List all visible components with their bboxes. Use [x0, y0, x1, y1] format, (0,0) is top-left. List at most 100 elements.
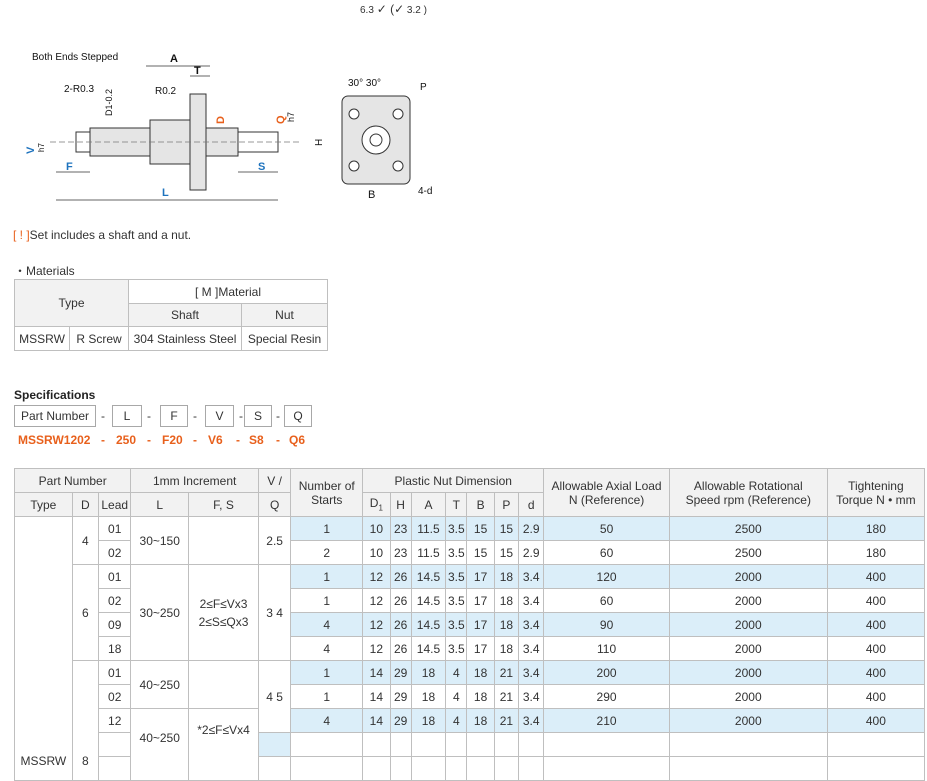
pn-s: S: [244, 405, 272, 427]
cell-p: 18: [493, 612, 520, 637]
cell-t: 3.5: [445, 540, 468, 565]
svg-text:D: D: [215, 116, 227, 124]
cell-p: 18: [493, 564, 520, 589]
cell-speed: 2000: [668, 564, 828, 589]
l-cell: 30~250: [130, 564, 190, 661]
cell-d: 3.4: [518, 564, 545, 589]
pn-f: F: [160, 405, 188, 427]
pn-dash: -: [193, 409, 197, 423]
cell-d1: 10: [362, 540, 391, 565]
svg-text:Q: Q: [275, 115, 287, 124]
cell-h: 29: [389, 660, 412, 685]
pn-dash: -: [276, 409, 280, 423]
h-lead: Lead: [97, 492, 132, 517]
cell-d: 3.4: [518, 636, 545, 661]
cell-torque: 400: [826, 708, 926, 733]
cell-starts: 4: [290, 708, 364, 733]
h-p: P: [493, 492, 520, 517]
cell-d: 3.4: [518, 708, 545, 733]
cell-axial: 200: [543, 660, 670, 685]
cell-speed: 2000: [668, 612, 828, 637]
h-part-number: Part Number: [13, 468, 132, 493]
cell-d1: 14: [362, 684, 391, 709]
cell-t: 3.5: [445, 588, 468, 613]
cell-starts: 1: [290, 684, 364, 709]
svg-text:2-R0.3: 2-R0.3: [64, 84, 94, 95]
cell-starts: 2: [290, 540, 364, 565]
cell-starts: 1: [290, 660, 364, 685]
cell-d1: 14: [362, 708, 391, 733]
drawing-title: Both Ends Stepped: [32, 52, 118, 63]
cell-h: 23: [389, 516, 412, 541]
cell-torque: 400: [826, 612, 926, 637]
cell-b: 18: [466, 708, 495, 733]
cell-a: 11.5: [410, 540, 447, 565]
cell-p: 18: [493, 588, 520, 613]
cell-a: 18: [410, 660, 447, 685]
cell-a: 11.5: [410, 516, 447, 541]
h-d1: D1: [362, 492, 391, 517]
cell-axial: 50: [543, 516, 670, 541]
pn-l: L: [112, 405, 142, 427]
svg-text:A: A: [170, 53, 178, 65]
cell-speed: 2000: [668, 708, 828, 733]
cell-h: 26: [389, 636, 412, 661]
ex-l: 250: [116, 433, 137, 447]
cell-starts: 4: [290, 636, 364, 661]
ex-f: F20: [162, 433, 183, 447]
l-cell: 30~150: [130, 516, 190, 565]
cell-b: 17: [466, 612, 495, 637]
surface-left: 6.3: [360, 5, 374, 16]
materials-nut: Special Resin: [241, 326, 328, 351]
ex-part-number: MSSRW1202: [18, 433, 91, 447]
h-pnd: Plastic Nut Dimension: [362, 468, 545, 493]
svg-text:V: V: [25, 146, 37, 154]
surface-finish: 6.3 ✓ (✓ 3.2 ): [360, 2, 427, 16]
cell-torque: 180: [826, 540, 926, 565]
h-fs: F, S: [188, 492, 259, 517]
cell-a: 18: [410, 708, 447, 733]
cell-d1: 12: [362, 612, 391, 637]
cell-d1: 12: [362, 636, 391, 661]
note: [ ! ]Set includes a shaft and a nut.: [13, 228, 191, 242]
cell-a: 14.5: [410, 636, 447, 661]
cell-b: 18: [466, 684, 495, 709]
svg-text:S: S: [258, 161, 265, 173]
cell-d1: 12: [362, 564, 391, 589]
technical-drawing: Both Ends Stepped A T 2-R0.3 D1-0.2 R0.2…: [25, 52, 432, 201]
h-d: D: [71, 492, 100, 517]
cell-speed: 2000: [668, 588, 828, 613]
cell-b: 18: [466, 660, 495, 685]
cell-starts: 1: [290, 588, 364, 613]
l-cell: 40~250: [130, 660, 190, 709]
ex-v: V6: [208, 433, 223, 447]
cell-axial: 60: [543, 540, 670, 565]
svg-text:T: T: [194, 65, 201, 77]
pn-dash: -: [101, 409, 105, 423]
svg-text:h7: h7: [37, 143, 46, 152]
materials-material-header: [ M ]Material: [128, 279, 328, 304]
svg-text:h7: h7: [286, 112, 296, 122]
cell-p: 21: [493, 660, 520, 685]
cell-t: 3.5: [445, 612, 468, 637]
cell-speed: 2000: [668, 684, 828, 709]
cell-d: 3.4: [518, 588, 545, 613]
cell-d: 3.4: [518, 612, 545, 637]
cell-axial: 90: [543, 612, 670, 637]
svg-text:30° 30°: 30° 30°: [348, 78, 381, 89]
materials-shaft: 304 Stainless Steel: [128, 326, 242, 351]
cell-axial: 120: [543, 564, 670, 589]
cell-speed: 2000: [668, 660, 828, 685]
cell-b: 17: [466, 564, 495, 589]
pn-v: V: [205, 405, 234, 427]
cell-t: 4: [445, 708, 468, 733]
h-vq-top: V /: [257, 468, 292, 493]
d-cell: 4: [71, 516, 100, 565]
d-cell: 8: [71, 660, 100, 781]
